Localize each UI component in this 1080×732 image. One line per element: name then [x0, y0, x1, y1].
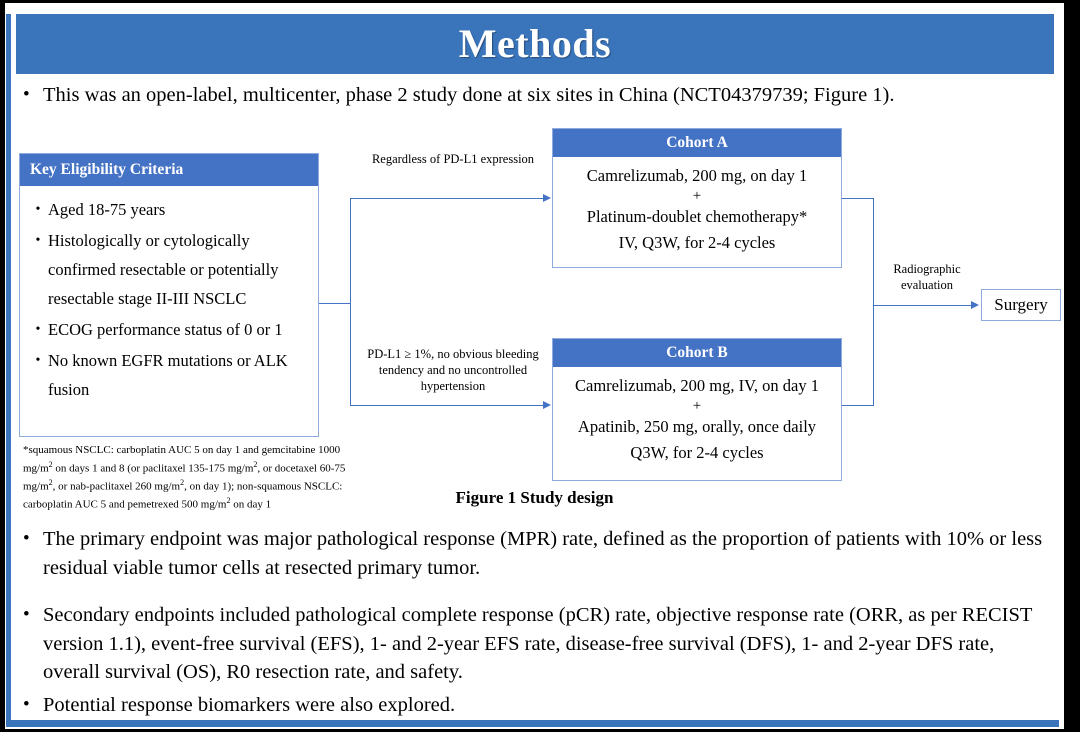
- bullet-marker-icon: •: [23, 528, 30, 549]
- cohort-a-line-2: Platinum-doublet chemotherapy*: [586, 207, 808, 226]
- connector-stem: [319, 303, 351, 304]
- page-title: Methods: [458, 21, 612, 66]
- figure-caption: Figure 1 Study design: [455, 488, 614, 507]
- label-regardless-pdl1: Regardless of PD-L1 expression: [371, 152, 535, 166]
- surgery-label: Surgery: [994, 295, 1048, 314]
- connector-to-surgery: [873, 305, 973, 306]
- footnote-superscript: 2: [48, 459, 53, 469]
- eligibility-header-label: Key Eligibility Criteria: [30, 161, 184, 178]
- footnote-part: , or docetaxel 60-75 mg/m: [23, 462, 346, 493]
- cohort-b-line-1: Camrelizumab, 200 mg, IV, on day 1: [575, 376, 819, 395]
- bullet-marker-icon: •: [35, 202, 41, 217]
- cohort-b-header-label: Cohort B: [666, 344, 728, 361]
- label-radiographic-evaluation: Radiographic evaluation: [893, 262, 961, 292]
- slide-canvas: Methods • This was an open-label, multic…: [5, 3, 1064, 729]
- surgery-box: Surgery: [981, 289, 1061, 321]
- bullet-marker-icon: •: [23, 84, 30, 105]
- list-item: • ECOG performance status of 0 or 1: [28, 315, 312, 344]
- bullet-biomarkers: • Potential response biomarkers were als…: [19, 691, 719, 720]
- cohort-a-header: Cohort A: [553, 129, 841, 157]
- cohort-a-plus-sign: +: [692, 188, 702, 204]
- cohort-b-box: Cohort B Camrelizumab, 200 mg, IV, on da…: [552, 338, 842, 481]
- cohort-b-plus-sign: +: [692, 398, 702, 414]
- bullet-biomarkers-text: Potential response biomarkers were also …: [43, 694, 456, 716]
- connector-merge-vertical: [873, 198, 874, 405]
- arrow-head-icon: [543, 400, 551, 409]
- bullet-secondary-endpoints-text: Secondary endpoints included pathologica…: [43, 604, 1033, 683]
- footnote-superscript: 2: [48, 477, 53, 487]
- connector-split-vertical: [350, 198, 351, 405]
- bullet-marker-icon: •: [35, 353, 41, 368]
- footnote-part: on days 1 and 8 (or paclitaxel 135-175 m…: [52, 462, 254, 475]
- bullet-secondary-endpoints: • Secondary endpoints included pathologi…: [19, 601, 1049, 687]
- eligibility-item-text: No known EGFR mutations or ALK fusion: [48, 351, 288, 399]
- eligibility-list: • Aged 18-75 years • Histologically or c…: [20, 186, 318, 404]
- connector-to-cohort-b: [350, 405, 545, 406]
- cohort-a-body: Camrelizumab, 200 mg, on day 1 + Platinu…: [553, 157, 841, 260]
- connector-cohort-b-out: [842, 405, 874, 406]
- cohort-b-header: Cohort B: [553, 339, 841, 367]
- bullet-primary-endpoint: • The primary endpoint was major patholo…: [19, 525, 1049, 582]
- arrow-head-icon: [543, 193, 551, 202]
- footnote-part: *squamous NSCLC: carboplatin AUC 5 on da…: [23, 444, 341, 475]
- cohort-a-line-1: Camrelizumab, 200 mg, on day 1: [586, 166, 808, 185]
- bullet-marker-icon: •: [23, 604, 30, 625]
- footnote-part: on day 1: [230, 498, 272, 511]
- bullet-primary-endpoint-text: The primary endpoint was major pathologi…: [43, 528, 1043, 579]
- cohort-b-body: Camrelizumab, 200 mg, IV, on day 1 + Apa…: [553, 367, 841, 470]
- cohort-a-header-label: Cohort A: [666, 134, 728, 151]
- footnote-part: , or nab-paclitaxel 260 mg/m: [52, 480, 181, 493]
- bullet-intro: • This was an open-label, multicenter, p…: [19, 81, 1049, 110]
- list-item: • No known EGFR mutations or ALK fusion: [28, 346, 312, 404]
- footnote-superscript: 2: [253, 459, 258, 469]
- list-item: • Histologically or cytologically confir…: [28, 226, 312, 313]
- cohort-b-line-3: Q3W, for 2-4 cycles: [630, 443, 764, 462]
- cohort-a-box: Cohort A Camrelizumab, 200 mg, on day 1 …: [552, 128, 842, 268]
- cohort-b-line-2: Apatinib, 250 mg, orally, once daily: [577, 417, 817, 436]
- connector-cohort-a-out: [842, 198, 874, 199]
- footnote-part: , on day 1); non-squamous NSCLC: carbopl…: [23, 480, 343, 511]
- eligibility-header: Key Eligibility Criteria: [20, 154, 318, 186]
- bottom-accent-bar: [6, 720, 1059, 727]
- eligibility-item-text: Histologically or cytologically confirme…: [48, 231, 279, 308]
- left-accent-strip: [6, 14, 11, 722]
- slide-title-bar: Methods: [16, 14, 1054, 74]
- bullet-marker-icon: •: [35, 233, 41, 248]
- bullet-marker-icon: •: [23, 694, 30, 715]
- eligibility-item-text: Aged 18-75 years: [48, 200, 166, 219]
- connector-to-cohort-a: [350, 198, 545, 199]
- bullet-marker-icon: •: [35, 322, 41, 337]
- eligibility-item-text: ECOG performance status of 0 or 1: [48, 320, 283, 339]
- list-item: • Aged 18-75 years: [28, 195, 312, 224]
- arrow-head-icon: [971, 300, 979, 309]
- cohort-a-line-3: IV, Q3W, for 2-4 cycles: [618, 233, 776, 252]
- footnote-superscript: 2: [180, 477, 185, 487]
- study-design-figure: Key Eligibility Criteria • Aged 18-75 ye…: [5, 121, 1064, 511]
- eligibility-criteria-box: Key Eligibility Criteria • Aged 18-75 ye…: [19, 153, 319, 437]
- chemotherapy-footnote: *squamous NSCLC: carboplatin AUC 5 on da…: [23, 443, 359, 512]
- footnote-superscript: 2: [226, 495, 231, 505]
- label-pdl1-criteria: PD-L1 ≥ 1%, no obvious bleeding tendency…: [367, 347, 539, 393]
- bullet-intro-text: This was an open-label, multicenter, pha…: [43, 84, 895, 106]
